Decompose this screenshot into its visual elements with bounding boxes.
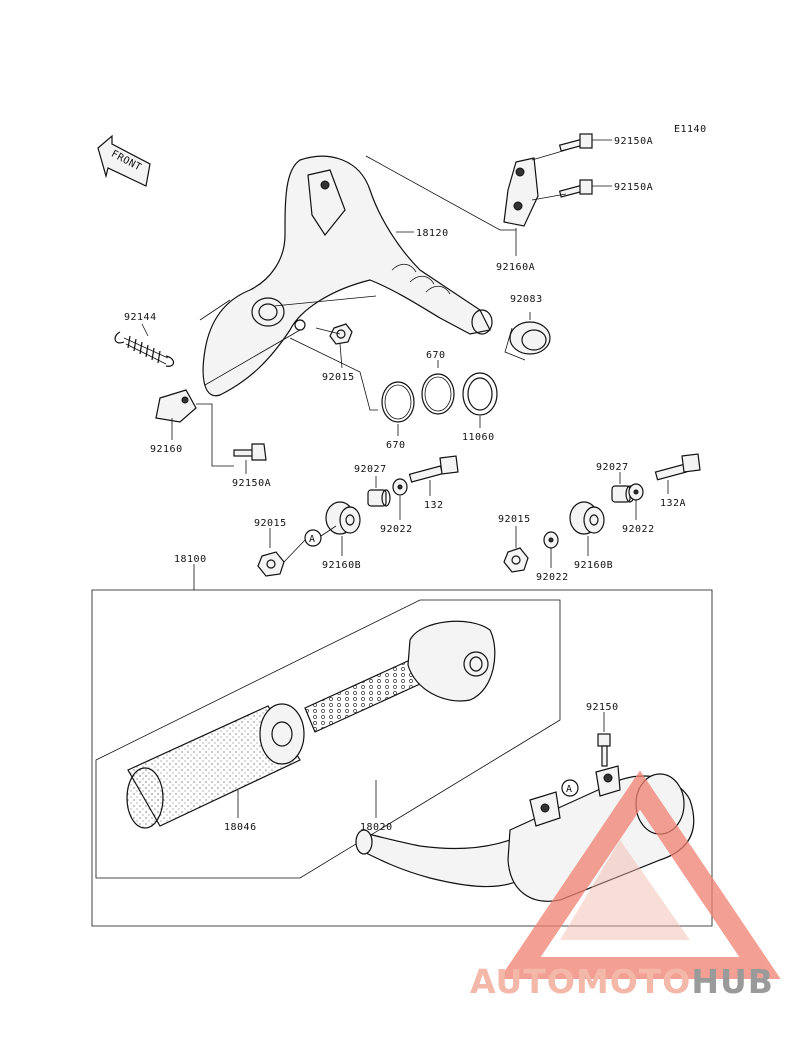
label-92160A: 92160A bbox=[496, 262, 535, 273]
reference-marker-right bbox=[561, 779, 579, 797]
bolt-132A bbox=[654, 453, 701, 481]
watermark-brand-text: AUTOMOTOHUB bbox=[470, 962, 800, 1002]
label-11060: 11060 bbox=[462, 432, 495, 443]
watermark-text-part2: HUB bbox=[691, 962, 774, 1001]
label-92015-upper: 92015 bbox=[322, 372, 355, 383]
bolt-92150 bbox=[597, 733, 611, 767]
bolt-92150A-top bbox=[558, 133, 593, 152]
front-arrow-icon: FRONT bbox=[97, 134, 151, 187]
washer-92022-left bbox=[392, 478, 408, 496]
label-132: 132 bbox=[424, 500, 444, 511]
nut-92015-upper bbox=[329, 323, 353, 345]
ring-670-left bbox=[381, 381, 415, 423]
reference-marker-left-label: A bbox=[309, 534, 316, 545]
label-92015-left: 92015 bbox=[254, 518, 287, 529]
label-92022-lower: 92022 bbox=[536, 572, 569, 583]
label-92150: 92150 bbox=[586, 702, 619, 713]
grommet-92160B-right bbox=[569, 501, 605, 535]
label-92083: 92083 bbox=[510, 294, 543, 305]
grommet-92160B-left bbox=[325, 501, 361, 535]
washer-92022-lower bbox=[543, 531, 559, 549]
label-18046: 18046 bbox=[224, 822, 257, 833]
label-18100: 18100 bbox=[174, 554, 207, 565]
label-92144: 92144 bbox=[124, 312, 157, 323]
reference-marker-right-label: A bbox=[566, 784, 573, 795]
label-92015-right: 92015 bbox=[498, 514, 531, 525]
gasket-92083 bbox=[504, 321, 551, 361]
bracket-92160A bbox=[503, 157, 539, 227]
leader-lines bbox=[141, 139, 669, 818]
watermark-text-part1: AUTOMOTO bbox=[470, 962, 692, 1001]
diagram-code: E1140 bbox=[674, 124, 707, 135]
label-92027-left: 92027 bbox=[354, 464, 387, 475]
muffler-inner-box bbox=[95, 599, 561, 879]
bolt-132 bbox=[408, 455, 459, 483]
bolt-92150A-lower bbox=[233, 443, 267, 461]
muffler-assembly-box bbox=[91, 589, 713, 927]
label-92027-right: 92027 bbox=[596, 462, 629, 473]
gasket-11060 bbox=[462, 372, 498, 416]
expansion-chamber-18120 bbox=[199, 155, 493, 397]
label-18120: 18120 bbox=[416, 228, 449, 239]
label-92160B-right: 92160B bbox=[574, 560, 613, 571]
spacer-92027-left bbox=[367, 489, 391, 507]
label-670-lower: 670 bbox=[386, 440, 406, 451]
label-92160B-left: 92160B bbox=[322, 560, 361, 571]
muffler-end-cap bbox=[407, 620, 496, 702]
label-18020: 18020 bbox=[360, 822, 393, 833]
label-92022-left: 92022 bbox=[380, 524, 413, 535]
nut-92015-left bbox=[257, 551, 285, 577]
label-132A: 132A bbox=[660, 498, 686, 509]
reference-marker-left bbox=[304, 529, 322, 547]
washer-92022-right bbox=[628, 483, 644, 501]
label-92160: 92160 bbox=[150, 444, 183, 455]
ring-670-right bbox=[421, 373, 455, 415]
perforated-pipe bbox=[304, 659, 421, 733]
silencer-packing-18046 bbox=[126, 703, 305, 829]
label-92150A-mid: 92150A bbox=[614, 182, 653, 193]
label-92150A-top: 92150A bbox=[614, 136, 653, 147]
bracket-92160 bbox=[155, 389, 197, 423]
label-92022-right: 92022 bbox=[622, 524, 655, 535]
spring-92144 bbox=[114, 331, 175, 367]
nut-92015-right bbox=[503, 547, 529, 573]
watermark-logo-icon bbox=[499, 770, 781, 979]
label-92150A-lower: 92150A bbox=[232, 478, 271, 489]
label-670-upper: 670 bbox=[426, 350, 446, 361]
